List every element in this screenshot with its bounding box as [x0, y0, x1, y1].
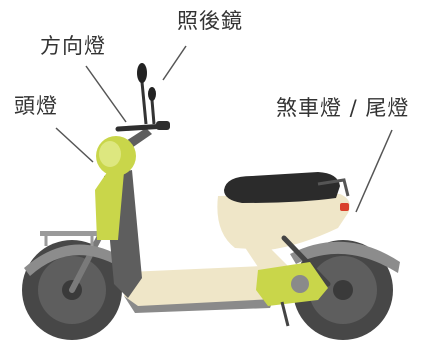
rear-fender [290, 241, 400, 273]
rear-hub [333, 280, 353, 300]
label-brake-tail-light: 煞車燈 / 尾燈 [276, 96, 410, 120]
tail-light [340, 203, 349, 211]
leader-line-headlight [55, 127, 94, 163]
mirror-stem-left [140, 81, 148, 125]
mirror-left [137, 63, 147, 83]
rear-shock [281, 235, 331, 287]
handlebar-grip [156, 121, 170, 130]
rear-wheel [293, 240, 393, 340]
mirror-right [148, 87, 156, 101]
front-fender [24, 244, 120, 276]
front-fork [69, 233, 103, 293]
kickstand [280, 301, 290, 327]
floorboard [124, 266, 278, 306]
label-mirror: 照後鏡 [177, 9, 243, 33]
mirror-stem-right [150, 99, 156, 125]
front-rack [40, 231, 100, 246]
label-headlight: 頭燈 [14, 94, 58, 118]
leader-line-mirror [162, 45, 187, 81]
headlight-lens [99, 141, 121, 167]
grab-rail [317, 178, 350, 197]
leader-line-brake-light [355, 129, 393, 213]
headlight [96, 136, 136, 176]
rear-body-lower [244, 246, 292, 270]
front-rack-bar [40, 231, 100, 236]
rear-body [217, 194, 350, 250]
leader-line-turn-signal [85, 65, 127, 123]
label-turn-signal: 方向燈 [40, 34, 106, 58]
seat [224, 172, 340, 203]
front-column [95, 168, 124, 240]
swing-arm-hub [291, 275, 309, 293]
